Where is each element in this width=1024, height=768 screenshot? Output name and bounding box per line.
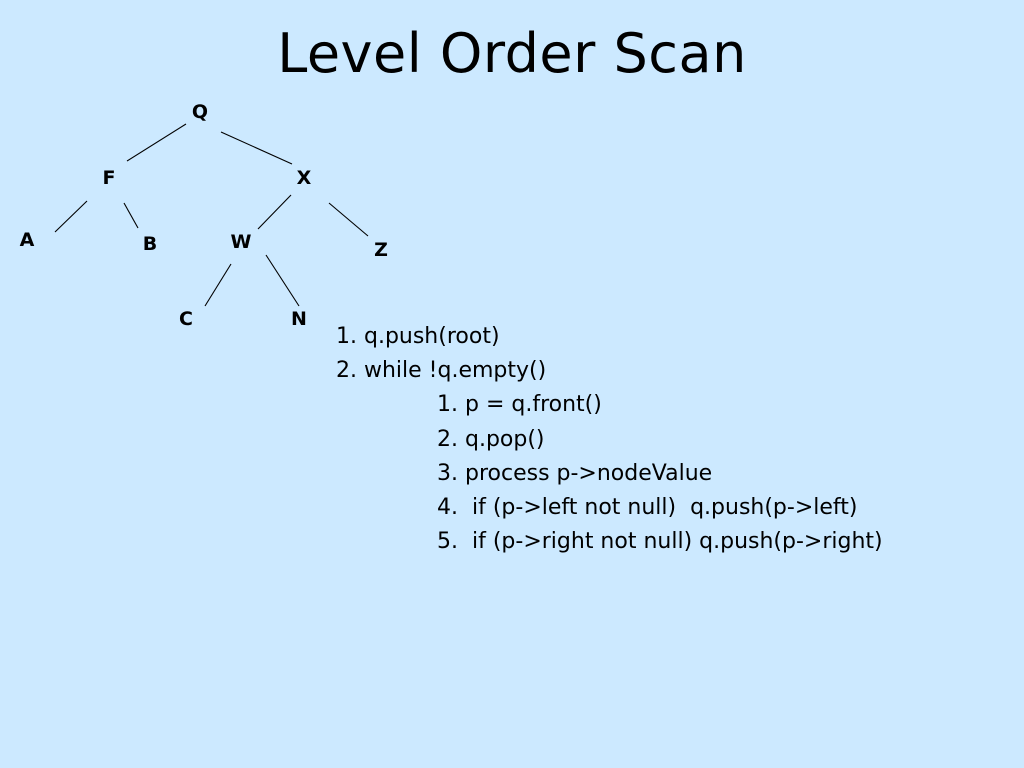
algorithm-substep: 5. if (p->right not null) q.push(p->righ… <box>437 529 883 555</box>
algorithm-substep: 3. process p->nodeValue <box>437 460 713 486</box>
edge-x-z <box>328 202 369 237</box>
tree-node-z: Z <box>374 239 388 261</box>
tree-node-b: B <box>143 233 157 255</box>
tree-node-x: X <box>297 167 312 189</box>
algorithm-substep: 1. p = q.front() <box>437 392 602 418</box>
edge-q-x <box>220 131 293 165</box>
tree-node-q: Q <box>192 101 208 123</box>
slide-title: Level Order Scan <box>277 22 747 85</box>
algorithm-step: 2. while !q.empty() <box>336 358 547 384</box>
edge-q-f <box>126 123 187 162</box>
tree-node-w: W <box>231 231 252 253</box>
edge-x-w <box>257 194 292 230</box>
tree-node-c: C <box>179 308 193 330</box>
algorithm-pseudocode: 1. q.push(root) 2. while !q.empty() 1. p… <box>336 320 883 559</box>
algorithm-substep: 2. q.pop() <box>437 426 545 452</box>
tree-node-n: N <box>291 308 307 330</box>
algorithm-substep: 4. if (p->left not null) q.push(p->left) <box>437 495 858 521</box>
edge-w-c <box>204 263 232 307</box>
tree-node-f: F <box>103 167 116 189</box>
tree-node-a: A <box>20 229 35 251</box>
edge-f-b <box>123 202 139 229</box>
edge-w-n <box>265 254 300 307</box>
edge-f-a <box>54 200 88 233</box>
algorithm-step: 1. q.push(root) <box>336 324 500 349</box>
